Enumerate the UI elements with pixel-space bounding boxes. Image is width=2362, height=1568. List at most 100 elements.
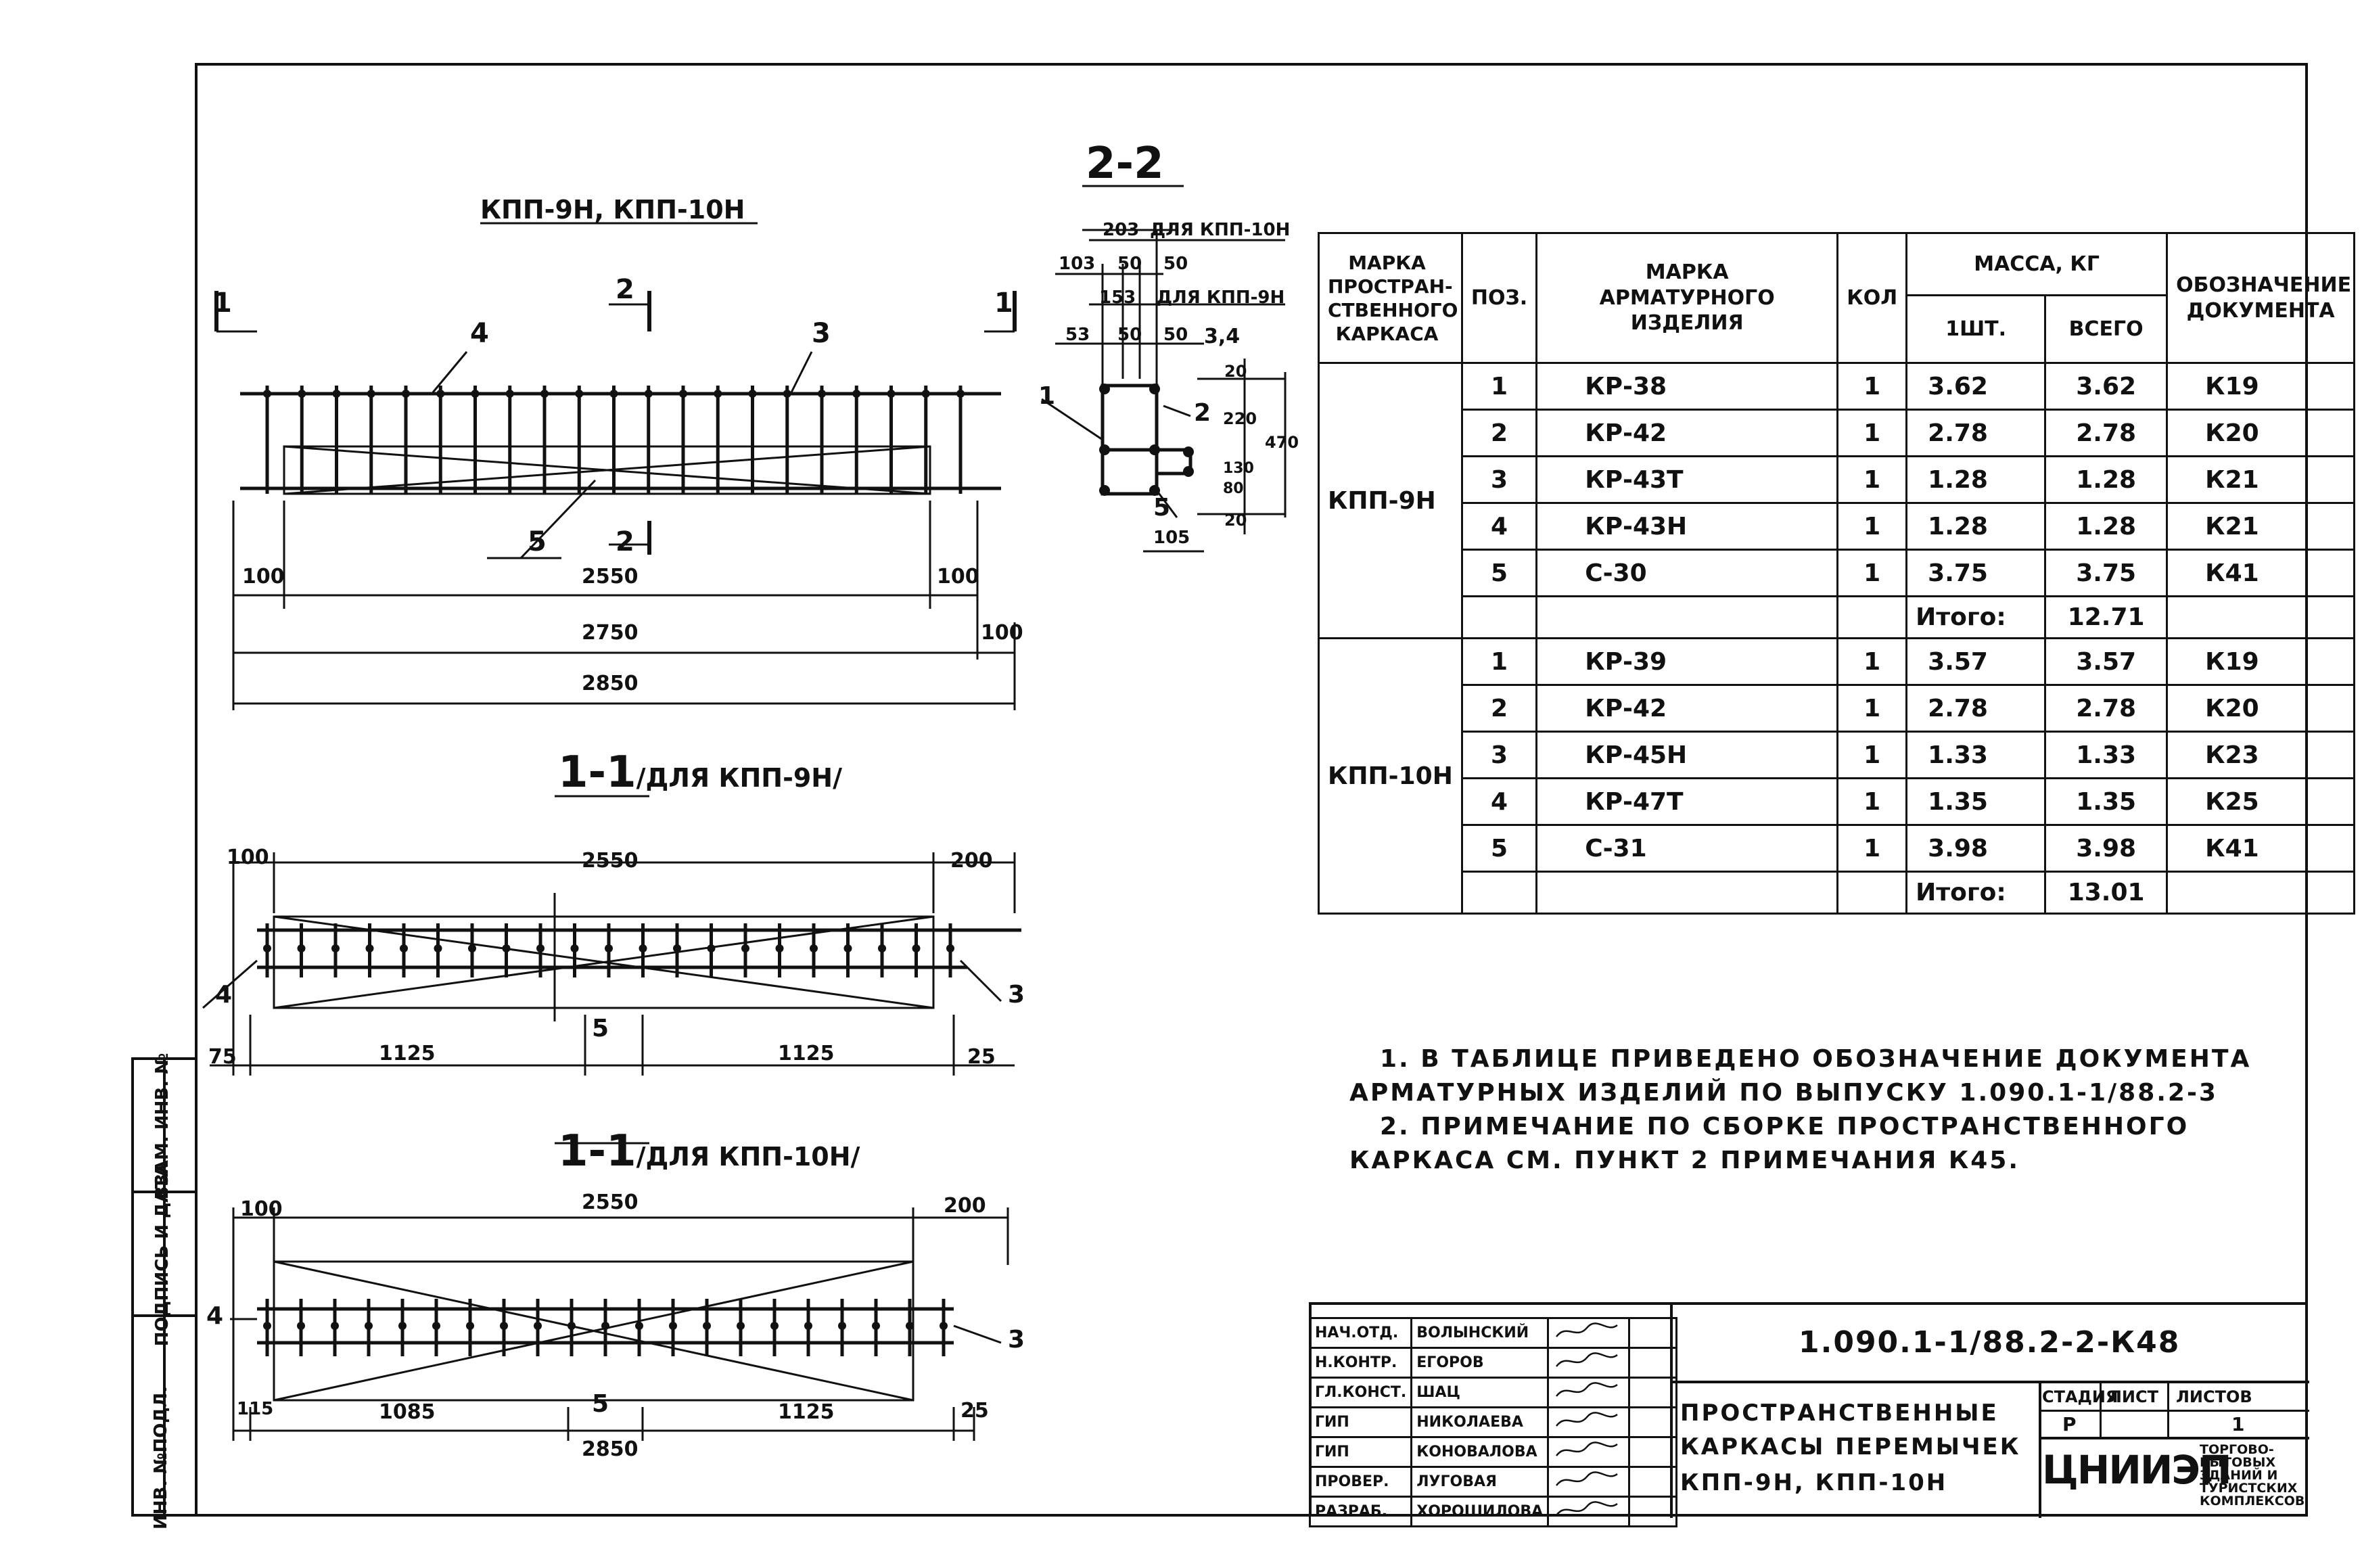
signature-scribble-icon <box>1556 1500 1618 1516</box>
elev-dim-100-far: 100 <box>981 621 1023 645</box>
rebar-dot <box>635 1322 643 1330</box>
s10-dim-1125: 1125 <box>778 1400 835 1424</box>
spec-mass-total: 1.33 <box>2044 731 2169 779</box>
spec-mass-total: 3.75 <box>2044 549 2169 597</box>
spec-total-row: Итого:13.01 <box>1319 871 2356 915</box>
rebar-dot <box>601 1322 609 1330</box>
elev-mark-3: 3 <box>812 318 831 349</box>
spec-pos: 2 <box>1460 684 1538 733</box>
rebar-dot <box>673 944 681 952</box>
s22-dim-203: 203 <box>1103 220 1140 240</box>
s9-dim-100: 100 <box>227 846 269 869</box>
s22-dim-50b: 50 <box>1163 254 1188 274</box>
date-cell <box>1628 1436 1678 1468</box>
spec-total-label: Итого: <box>1905 595 2047 639</box>
signature-scribble-icon <box>1556 1471 1618 1486</box>
hdr-frame-mark: МАРКА ПРОСТРАН- СТВЕННОГО КАРКАСА <box>1318 232 1463 364</box>
spec-mark: КР-42 <box>1535 684 1839 733</box>
elevation-title: КПП-9Н, КПП-10Н <box>480 195 745 225</box>
org-sub-3: ЗДАНИЙ И <box>2200 1468 2278 1483</box>
section-9n-title: 1-1/ДЛЯ КПП-9Н/ <box>558 747 842 798</box>
org-subtitle: ТОРГОВО- БЫТОВЫХ ЗДАНИЙ И ТУРИСТСКИХ КОМ… <box>2200 1444 2305 1508</box>
s22-dim-50d: 50 <box>1163 325 1188 345</box>
spec-mass-1: 1.33 <box>1905 731 2047 779</box>
spec-pos: 1 <box>1460 637 1538 686</box>
elev-dim-100-right: 100 <box>937 565 979 589</box>
signature-scribble-icon <box>1556 1441 1618 1456</box>
elevation-frame <box>240 392 1001 495</box>
spec-pos: 4 <box>1460 777 1538 826</box>
elev-mark-2-top: 2 <box>616 274 634 305</box>
date-cell <box>1628 1377 1678 1408</box>
spec-qty: 1 <box>1836 409 1908 457</box>
spec-pos: 4 <box>1460 502 1538 551</box>
spec-mass-1: 2.78 <box>1905 684 2047 733</box>
hdr-doc: ОБОЗНАЧЕНИЕ ДОКУМЕНТА <box>2166 232 2356 364</box>
date-cell <box>1628 1347 1678 1379</box>
s9-dim-1125-left: 1125 <box>379 1042 436 1065</box>
rebar-dot <box>609 390 618 398</box>
spec-mark: КР-42 <box>1535 409 1839 457</box>
rebar-dot <box>906 1322 914 1330</box>
signature-name: ХОРОШИЛОВА <box>1410 1496 1550 1527</box>
section-22-bars <box>1099 384 1194 496</box>
signature-cell <box>1547 1496 1631 1527</box>
s10-mark-4: 4 <box>206 1302 224 1330</box>
spec-group-name: КПП-9Н <box>1318 362 1463 639</box>
signature-row: РАЗРАБ.ХОРОШИЛОВА <box>1308 1496 1678 1527</box>
org-sub-1: ТОРГОВО- <box>2200 1442 2274 1457</box>
note-line-1: 1. В ТАБЛИЦЕ ПРИВЕДЕНО ОБОЗНАЧЕНИЕ ДОКУМ… <box>1380 1045 2252 1073</box>
s22-dim-20-top: 20 <box>1224 362 1247 381</box>
note-line-4: КАРКАСА СМ. ПУНКТ 2 ПРИМЕЧАНИЯ К45. <box>1349 1147 2020 1174</box>
rebar-dot <box>398 1322 407 1330</box>
s22-mark-34: 3,4 <box>1204 325 1241 348</box>
date-cell <box>1628 1496 1678 1527</box>
s9-dim-200: 200 <box>950 849 993 873</box>
rebar-dot <box>872 1322 880 1330</box>
spec-empty-cell <box>1460 595 1538 639</box>
hdr-pos: ПОЗ. <box>1460 232 1538 364</box>
spec-mass-1: 3.57 <box>1905 637 2047 686</box>
signature-role: ГИП <box>1308 1406 1413 1438</box>
s22-mark-5: 5 <box>1153 494 1171 522</box>
signature-scribble-icon <box>1556 1381 1618 1397</box>
elev-dim-100-left: 100 <box>242 565 285 589</box>
spec-qty: 1 <box>1836 637 1908 686</box>
s22-note-9n: ДЛЯ КПП-9Н <box>1157 287 1285 308</box>
org-logo: ЦНИИЭП <box>2042 1447 2232 1493</box>
spec-mass-total: 3.57 <box>2044 637 2169 686</box>
side-stamp-vzam: ВЗАМ. ИНВ. № <box>152 1053 172 1200</box>
spec-total-label: Итого: <box>1905 871 2047 915</box>
spec-pos: 2 <box>1460 409 1538 457</box>
signature-scribble-icon <box>1556 1352 1618 1367</box>
rebar-dot <box>331 1322 339 1330</box>
sheet-label: ЛИСТ <box>2108 1387 2159 1406</box>
spec-pos: 3 <box>1460 455 1538 504</box>
signature-role: ПРОВЕР. <box>1308 1466 1413 1498</box>
rebar-dot <box>365 1322 373 1330</box>
sheets-value: 1 <box>2231 1413 2245 1435</box>
sheets-label: ЛИСТОВ <box>2176 1387 2252 1406</box>
s10-dim-100: 100 <box>240 1197 283 1221</box>
rebar-dot <box>783 390 791 398</box>
rebar-dot <box>367 390 375 398</box>
s10-dim-25: 25 <box>960 1399 989 1423</box>
signature-row: НАЧ.ОТД.ВОЛЫНСКИЙ <box>1308 1317 1678 1349</box>
s9-dim-1125-right: 1125 <box>778 1042 835 1065</box>
rebar-dot <box>775 944 784 952</box>
spec-mass-total: 1.28 <box>2044 502 2169 551</box>
rebar-dot <box>263 944 271 952</box>
signature-role: ГИП <box>1308 1436 1413 1468</box>
s22-dim-103: 103 <box>1059 254 1096 274</box>
spec-mark: КР-43Н <box>1535 502 1839 551</box>
signature-role: Н.КОНТР. <box>1308 1347 1413 1379</box>
signature-name: НИКОЛАЕВА <box>1410 1406 1550 1438</box>
spec-mark: С-31 <box>1535 824 1839 873</box>
s10-mark-3: 3 <box>1008 1326 1025 1354</box>
